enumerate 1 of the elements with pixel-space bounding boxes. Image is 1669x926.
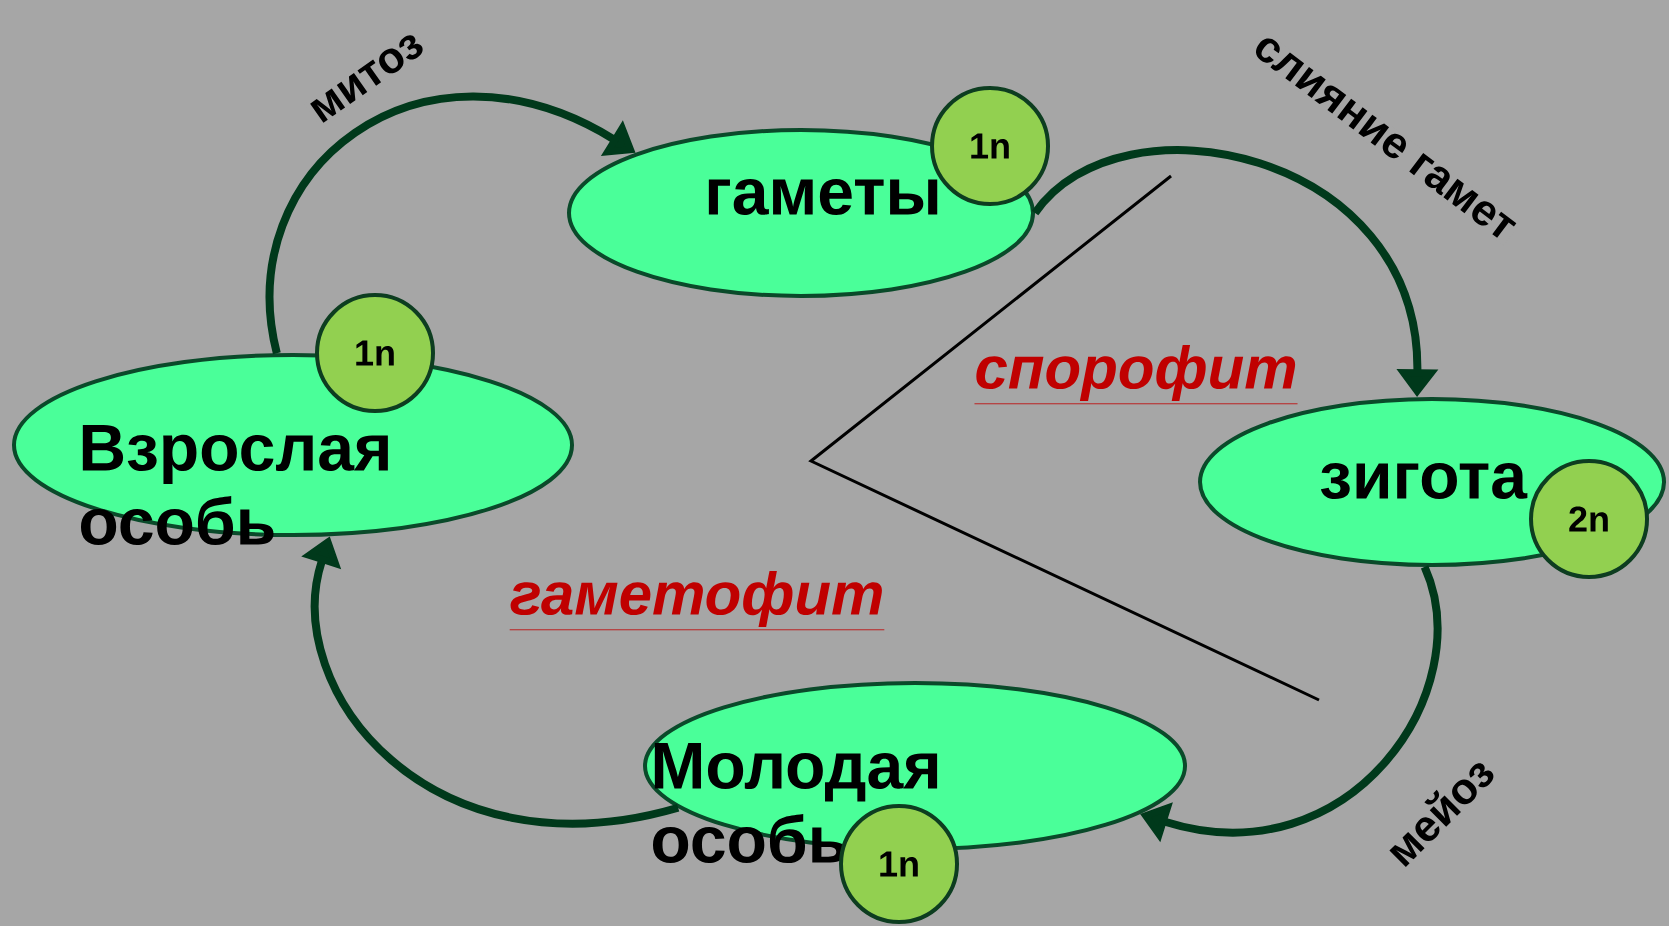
phase-label: гаметофит <box>509 571 885 631</box>
